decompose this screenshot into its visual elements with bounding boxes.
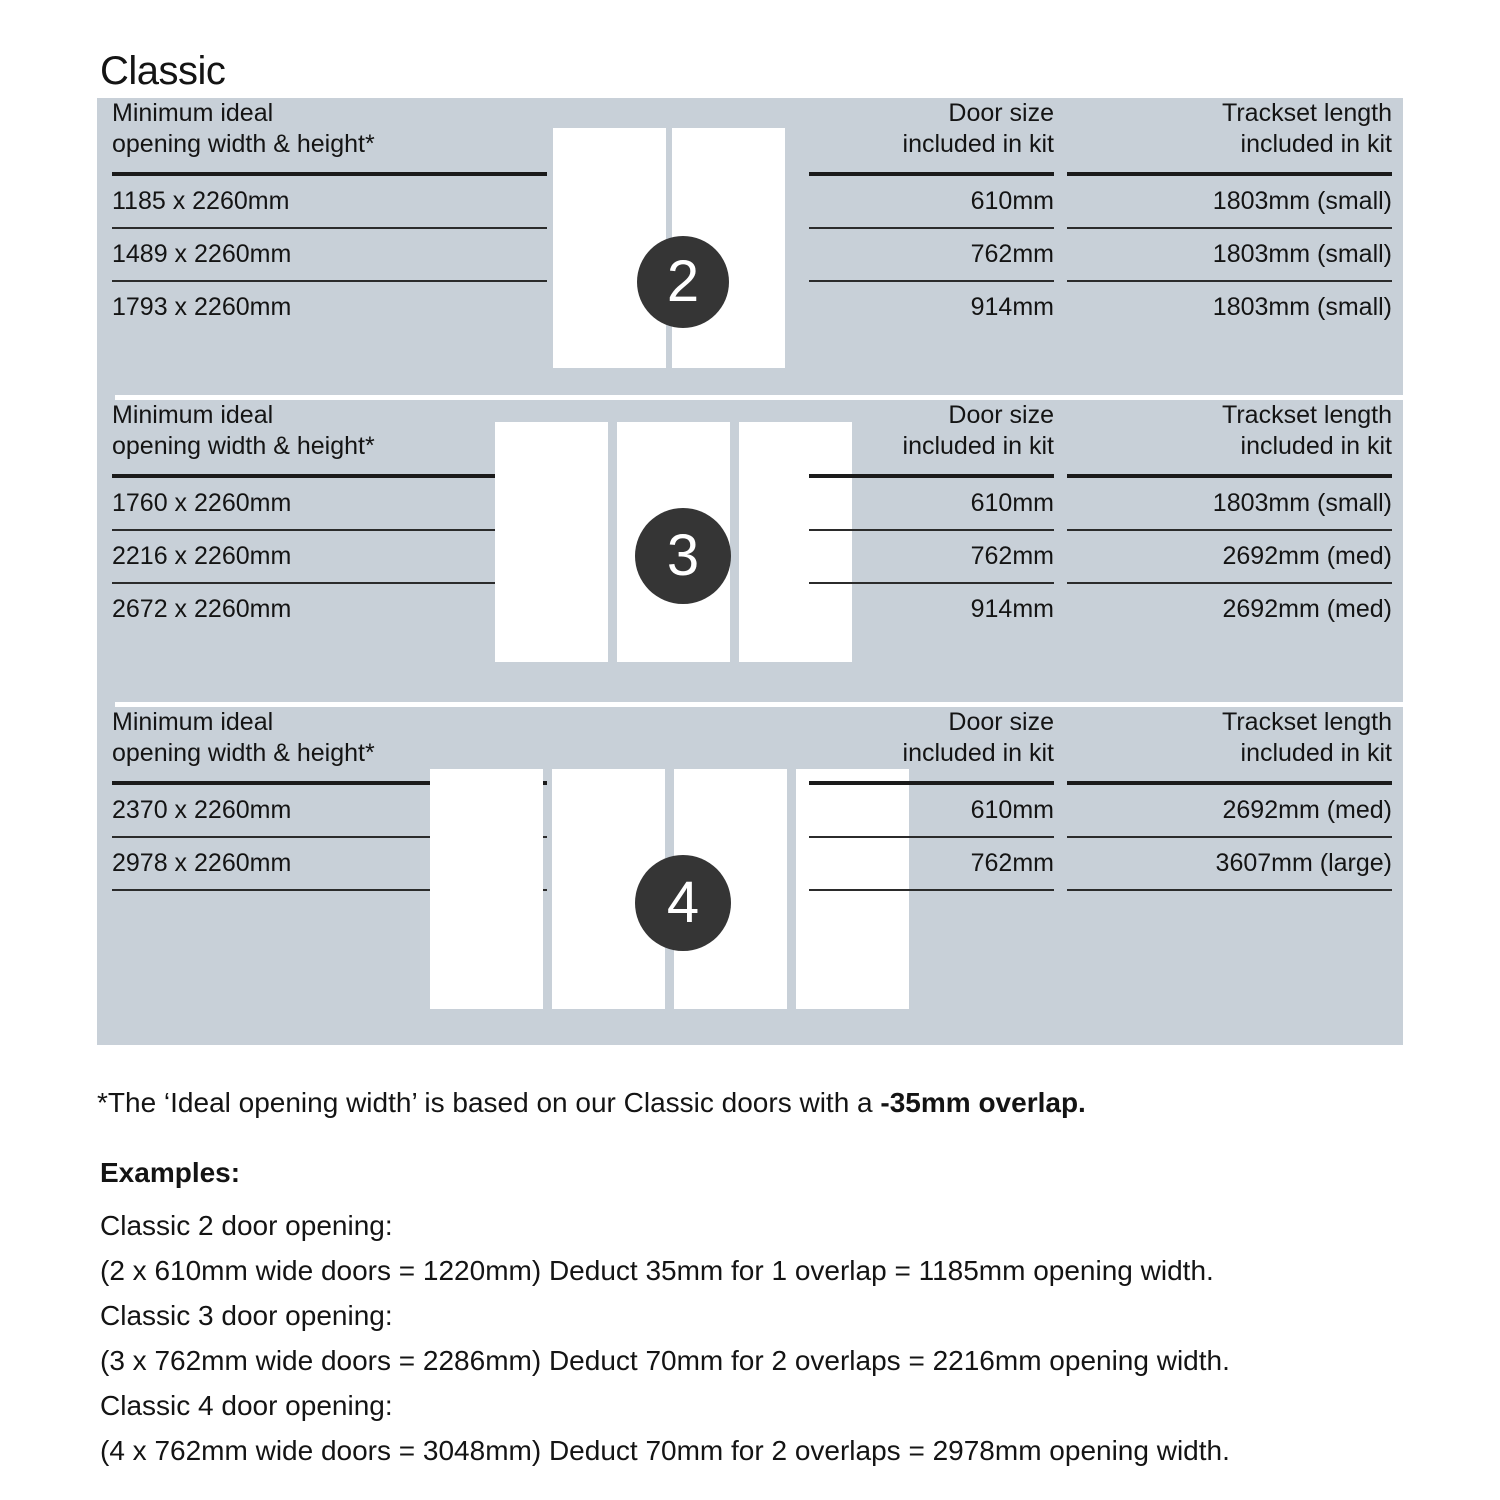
example-line: Classic 4 door opening: [100,1390,393,1421]
header-rule [1067,781,1392,785]
column-opening-size: Minimum ideal opening width & height* 17… [112,400,547,635]
header-rule [112,474,547,478]
header-rule [1067,474,1392,478]
section-divider [115,395,1403,400]
row-rule [809,227,1054,229]
column-opening-size: Minimum ideal opening width & height* 11… [112,98,547,333]
row-rule [809,280,1054,282]
column-door-size: Door size included in kit 610mm 762mm [809,707,1054,891]
footnote: *The ‘Ideal opening width’ is based on o… [97,1086,1086,1120]
footnote-emphasis: -35mm overlap. [880,1087,1086,1118]
column-door-size: Door size included in kit 610mm 762mm 91… [809,400,1054,635]
spec-section-2-door: Minimum ideal opening width & height* 11… [97,98,1403,398]
example-line: (4 x 762mm wide doors = 3048mm) Deduct 7… [100,1435,1230,1466]
table-cell-door-size: 762mm [970,240,1054,268]
row-rule [112,836,547,838]
door-gap [730,422,739,662]
row-rule [112,582,547,584]
footnote-lead: *The ‘Ideal opening width’ is based on o… [97,1087,881,1118]
table-cell-trackset: 2692mm (med) [1222,542,1393,570]
spec-section-4-door: Minimum ideal opening width & height* 23… [97,707,1403,1045]
table-cell-trackset: 1803mm (small) [1212,293,1392,321]
example-line: Classic 3 door opening: [100,1300,393,1331]
door-panel [553,128,666,368]
row-rule [112,889,547,891]
specification-panel: Minimum ideal opening width & height* 11… [97,98,1403,1045]
table-cell-door-size: 610mm [970,489,1054,517]
column-trackset-length: Trackset length included in kit 1803mm (… [1067,98,1392,333]
row-rule [809,529,1054,531]
column-door-size: Door size included in kit 610mm 762mm 91… [809,98,1054,333]
door-diagram-4 [430,769,909,1009]
table-cell-trackset: 2692mm (med) [1222,796,1393,824]
examples-list: Classic 2 door opening: (2 x 610mm wide … [100,1203,1230,1473]
door-gap [787,769,796,1009]
door-gap [608,422,617,662]
column-header-opening: Minimum ideal opening width & height* [112,708,375,767]
door-count-badge: 4 [635,855,731,951]
table-cell-opening: 2370 x 2260mm [112,796,292,824]
door-count-badge: 2 [637,236,729,328]
header-rule [809,474,1054,478]
column-trackset-length: Trackset length included in kit 1803mm (… [1067,400,1392,635]
table-cell-trackset: 1803mm (small) [1212,240,1392,268]
examples-heading: Examples: [100,1157,241,1188]
table-cell-opening: 1185 x 2260mm [112,187,290,215]
table-cell-trackset: 1803mm (small) [1212,187,1392,215]
column-header-trackset: Trackset length included in kit [1222,708,1392,767]
column-header-trackset: Trackset length included in kit [1222,99,1392,158]
example-line: (2 x 610mm wide doors = 1220mm) Deduct 3… [100,1255,1214,1286]
row-rule [1067,582,1392,584]
header-rule [1067,172,1392,176]
column-trackset-length: Trackset length included in kit 2692mm (… [1067,707,1392,891]
table-cell-opening: 2672 x 2260mm [112,595,292,623]
row-rule [112,280,547,282]
table-cell-opening: 1793 x 2260mm [112,293,292,321]
row-rule [809,836,1054,838]
table-cell-opening: 2216 x 2260mm [112,542,292,570]
table-cell-door-size: 610mm [970,187,1054,215]
table-cell-opening: 2978 x 2260mm [112,849,292,877]
door-panel [430,769,543,1009]
column-header-opening: Minimum ideal opening width & height* [112,401,375,460]
table-cell-opening: 1489 x 2260mm [112,240,292,268]
column-header-door-size: Door size included in kit [902,401,1054,460]
column-header-door-size: Door size included in kit [902,708,1054,767]
column-header-door-size: Door size included in kit [902,99,1054,158]
table-cell-door-size: 914mm [970,595,1054,623]
table-cell-trackset: 1803mm (small) [1212,489,1392,517]
header-rule [809,781,1054,785]
row-rule [1067,280,1392,282]
header-rule [112,781,547,785]
row-rule [112,529,547,531]
row-rule [1067,889,1392,891]
spec-section-3-door: Minimum ideal opening width & height* 17… [97,400,1403,705]
table-cell-opening: 1760 x 2260mm [112,489,292,517]
table-cell-door-size: 610mm [970,796,1054,824]
column-header-opening: Minimum ideal opening width & height* [112,99,375,158]
section-divider [115,702,1403,707]
row-rule [1067,836,1392,838]
column-header-trackset: Trackset length included in kit [1222,401,1392,460]
page-title: Classic [100,48,226,93]
table-cell-door-size: 762mm [970,542,1054,570]
door-count-badge: 3 [635,508,731,604]
door-gap [543,769,552,1009]
door-panel [495,422,608,662]
column-opening-size: Minimum ideal opening width & height* 23… [112,707,547,891]
row-rule [112,227,547,229]
table-cell-trackset: 3607mm (large) [1215,849,1392,877]
row-rule [809,889,1054,891]
header-rule [112,172,547,176]
example-line: (3 x 762mm wide doors = 2286mm) Deduct 7… [100,1345,1230,1376]
row-rule [1067,227,1392,229]
row-rule [1067,529,1392,531]
table-cell-door-size: 762mm [970,849,1054,877]
example-line: Classic 2 door opening: [100,1210,393,1241]
header-rule [809,172,1054,176]
table-cell-door-size: 914mm [970,293,1054,321]
door-panel [739,422,852,662]
table-cell-trackset: 2692mm (med) [1222,595,1393,623]
row-rule [809,582,1054,584]
